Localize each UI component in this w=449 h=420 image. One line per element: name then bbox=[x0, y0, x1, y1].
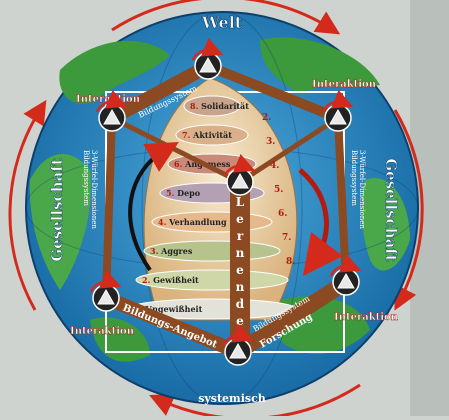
stage-label: 5. Depo bbox=[166, 188, 201, 198]
right-number: 6. bbox=[278, 209, 287, 219]
right-number: 5. bbox=[274, 185, 283, 195]
label-right: Gesellschaft bbox=[382, 158, 400, 261]
label-interaction-tr: Interaktion bbox=[312, 79, 377, 90]
right-number: 3. bbox=[266, 137, 275, 147]
stage-label: 4. Verhandlung bbox=[158, 217, 227, 227]
stage-label: 3. Aggres bbox=[150, 246, 193, 256]
learner-letter: e bbox=[236, 314, 244, 328]
learner-letter: r bbox=[237, 229, 244, 243]
learner-letter: L bbox=[236, 195, 245, 209]
label-top: Welt bbox=[201, 13, 243, 32]
stage-label: 7. Aktivität bbox=[182, 130, 232, 140]
stage-label: 8. Solidarität bbox=[190, 101, 249, 111]
label-bottom: systemisch bbox=[198, 392, 266, 405]
learner-letter: e bbox=[236, 263, 244, 277]
label-left: Gesellschaft bbox=[48, 158, 66, 261]
learner-letter: n bbox=[236, 280, 245, 294]
stage-label: 2. Gewißheit bbox=[142, 275, 199, 285]
right-number: 2. bbox=[262, 113, 271, 123]
right-number: 4. bbox=[270, 161, 279, 171]
label-interaction-bl: Interaktion bbox=[70, 326, 135, 337]
right-number: 7. bbox=[282, 233, 291, 243]
label-interaction-br: Interaktion bbox=[334, 312, 399, 323]
learner-letter: n bbox=[236, 246, 245, 260]
learner-letter: d bbox=[236, 297, 245, 311]
learner-letter: e bbox=[236, 212, 244, 226]
right-number: 8. bbox=[286, 257, 295, 267]
